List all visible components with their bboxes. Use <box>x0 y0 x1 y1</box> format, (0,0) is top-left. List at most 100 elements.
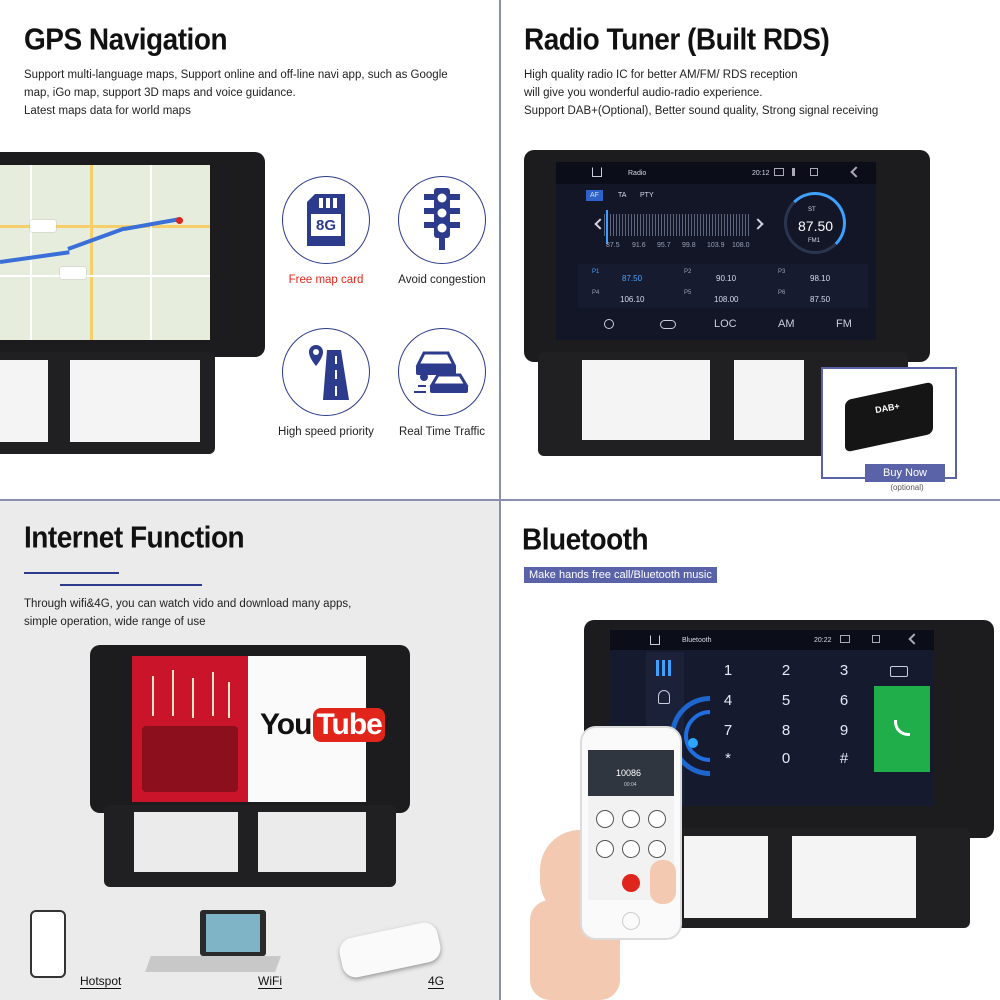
preset-1[interactable]: 87.50 <box>622 274 643 283</box>
sd-card-icon: 8G <box>282 176 370 264</box>
camera-icon[interactable] <box>774 168 784 176</box>
home-icon[interactable] <box>650 635 660 645</box>
feature-label: Avoid congestion <box>398 274 486 286</box>
key-2[interactable]: 2 <box>781 662 791 679</box>
preset-tag: P6 <box>778 290 786 296</box>
internet-desc-line: Through wifi&4G, you can watch vido and … <box>24 598 352 610</box>
tab-ta[interactable]: TA <box>618 192 627 199</box>
close-icon[interactable] <box>872 635 880 643</box>
divider-horizontal <box>0 499 1000 501</box>
youtube-logo-area[interactable]: You Tube <box>248 656 385 802</box>
backspace-icon[interactable] <box>890 666 908 677</box>
preset-tag: P3 <box>778 269 786 275</box>
preset-5[interactable]: 108.00 <box>714 295 739 304</box>
am-button[interactable]: AM <box>778 318 795 330</box>
phone-icon <box>894 720 910 736</box>
search-icon[interactable] <box>604 319 614 329</box>
feature-label: Free map card <box>288 274 364 286</box>
bluetooth-panel: Bluetooth Make hands free call/Bluetooth… <box>500 500 1000 1000</box>
preset-tag: P2 <box>684 269 692 275</box>
phone-call-screen: 10086 00:04 <box>588 750 674 900</box>
feature-avoid-congestion: Avoid congestion <box>382 176 500 286</box>
scale-label: 87.5 <box>606 242 620 249</box>
speaker-icon[interactable] <box>648 810 666 828</box>
bluetooth-title: Bluetooth <box>522 522 649 557</box>
dab-module-image <box>845 381 933 453</box>
bluetooth-tag: Make hands free call/Bluetooth music <box>524 567 717 583</box>
volume-icon[interactable] <box>792 168 800 176</box>
frequency-dial <box>784 192 846 254</box>
fm-button[interactable]: FM <box>836 318 852 330</box>
key-3[interactable]: 3 <box>839 662 849 679</box>
radio-screen[interactable]: Radio 20:12 AF TA PTY 87.5 91.6 95.7 99.… <box>556 162 876 340</box>
close-icon[interactable] <box>810 168 818 176</box>
preset-2[interactable]: 90.10 <box>716 274 737 283</box>
scale-label: 108.0 <box>732 242 750 249</box>
highway-pin-icon <box>282 328 370 416</box>
tab-pty[interactable]: PTY <box>640 192 654 199</box>
internet-desc-line: simple operation, wide range of use <box>24 616 206 628</box>
radio-desc-line: Support DAB+(Optional), Better sound qua… <box>524 105 879 117</box>
call-timer: 00:04 <box>624 782 637 788</box>
preset-6[interactable]: 87.50 <box>810 295 831 304</box>
next-chevron-icon[interactable] <box>752 218 764 230</box>
internet-panel: Internet Function Through wifi&4G, you c… <box>0 500 500 1000</box>
youtube-tube: Tube <box>313 708 385 742</box>
contacts-icon[interactable] <box>658 690 670 704</box>
key-star[interactable]: * <box>725 750 731 767</box>
hotspot-label: Hotspot <box>80 974 122 989</box>
preset-4[interactable]: 106.10 <box>620 295 645 304</box>
key-4[interactable]: 4 <box>723 692 733 709</box>
map-screen[interactable] <box>0 165 210 340</box>
status-time: 20:22 <box>814 637 832 644</box>
key-1[interactable]: 1 <box>723 662 733 679</box>
facetime-icon[interactable] <box>622 840 640 858</box>
camera-icon[interactable] <box>840 635 850 643</box>
gps-title: GPS Navigation <box>24 22 228 57</box>
key-8[interactable]: 8 <box>781 722 791 739</box>
stereo-icon[interactable] <box>660 320 676 329</box>
radio-description: High quality radio IC for better AM/FM/ … <box>524 66 878 120</box>
gps-desc-line: map, iGo map, support 3D maps and voice … <box>24 87 296 99</box>
add-call-icon[interactable] <box>596 840 614 858</box>
gps-desc-line: Latest maps data for world maps <box>24 105 191 117</box>
cake-video-thumbnail[interactable] <box>132 656 248 802</box>
mute-icon[interactable] <box>596 810 614 828</box>
loc-button[interactable]: LOC <box>714 318 737 330</box>
traffic-light-icon <box>398 176 486 264</box>
feature-real-time-traffic: Real Time Traffic <box>382 328 500 438</box>
key-9[interactable]: 9 <box>839 722 849 739</box>
usb-4g-modem-image <box>336 920 444 980</box>
feature-label: Real Time Traffic <box>398 426 486 438</box>
radio-title: Radio Tuner (Built RDS) <box>524 22 830 57</box>
dialpad-icon[interactable] <box>656 660 672 676</box>
home-icon[interactable] <box>592 167 602 177</box>
youtube-logo[interactable]: You Tube <box>260 708 385 742</box>
key-5[interactable]: 5 <box>781 692 791 709</box>
preset-tag: P5 <box>684 290 692 296</box>
tab-af[interactable]: AF <box>586 190 603 201</box>
youtube-you: You <box>260 708 312 741</box>
radio-panel: Radio Tuner (Built RDS) High quality rad… <box>500 0 1000 500</box>
preset-tag: P1 <box>592 269 600 275</box>
tuning-scale[interactable] <box>604 214 750 236</box>
destination-pin-icon <box>176 217 183 224</box>
band-label: FM1 <box>808 238 820 244</box>
key-6[interactable]: 6 <box>839 692 849 709</box>
cars-traffic-icon <box>398 328 486 416</box>
scale-label: 103.9 <box>707 242 725 249</box>
call-button[interactable] <box>874 686 930 772</box>
gps-panel: GPS Navigation Support multi-language ma… <box>0 0 500 500</box>
tuning-needle[interactable] <box>606 210 608 244</box>
feature-high-speed-priority: High speed priority <box>266 328 386 438</box>
keypad-icon[interactable] <box>622 810 640 828</box>
home-button <box>622 912 640 930</box>
radio-desc-line: will give you wonderful audio-radio expe… <box>524 87 763 99</box>
key-0[interactable]: 0 <box>781 750 791 767</box>
end-call-button[interactable] <box>622 874 640 892</box>
buy-now-button[interactable]: Buy Now <box>865 464 945 482</box>
key-7[interactable]: 7 <box>723 722 733 739</box>
preset-3[interactable]: 98.10 <box>810 274 831 283</box>
key-hash[interactable]: # <box>839 750 849 767</box>
contacts-icon[interactable] <box>648 840 666 858</box>
